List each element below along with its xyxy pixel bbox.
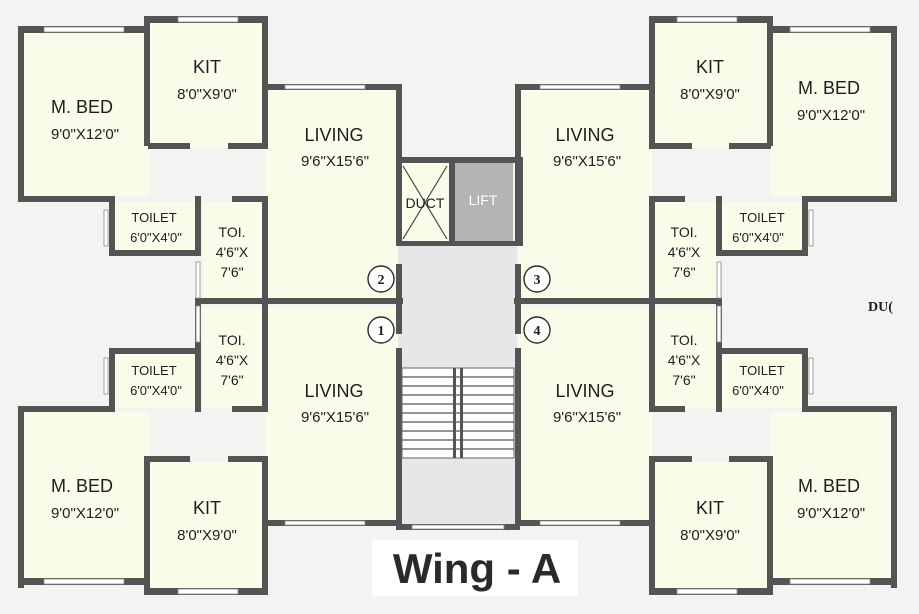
duct-cross — [402, 165, 448, 240]
room-name-toi: TOI. — [671, 224, 698, 240]
room-name-kit: KIT — [696, 57, 724, 77]
room-size-kit: 8'0"X9'0" — [680, 86, 740, 103]
lift-label: LIFT — [469, 192, 498, 208]
room-size-toi-line2: 7'6" — [672, 372, 695, 388]
room-size-toi-line1: 4'6"X — [668, 352, 701, 368]
room-size-mbed: 9'0"X12'0" — [797, 107, 865, 124]
room-name-mbed: M. BED — [798, 476, 860, 496]
flat-marker-4: 4 — [523, 316, 551, 344]
room-name-living: LIVING — [304, 381, 363, 401]
title-backdrop — [372, 540, 578, 596]
duct-label: DUCT — [406, 195, 445, 211]
room-name-toilet: TOILET — [131, 363, 176, 378]
room-size-kit: 8'0"X9'0" — [680, 527, 740, 544]
flat-number: 1 — [378, 324, 385, 339]
room-size-toi-line1: 4'6"X — [216, 352, 249, 368]
flat-marker-3: 3 — [523, 265, 551, 293]
room-size-toilet: 6'0"X4'0" — [732, 383, 784, 398]
room-size-toi-line1: 4'6"X — [668, 244, 701, 260]
room-size-toi-line2: 7'6" — [672, 264, 695, 280]
flat-number: 3 — [534, 273, 541, 288]
room-size-mbed: 9'0"X12'0" — [797, 505, 865, 522]
room-name-mbed: M. BED — [51, 476, 113, 496]
room-name-toi: TOI. — [219, 224, 246, 240]
room-name-toi: TOI. — [219, 332, 246, 348]
room-name-kit: KIT — [193, 498, 221, 518]
room-name-living: LIVING — [555, 125, 614, 145]
room-size-living: 9'6"X15'6" — [553, 153, 621, 170]
room-size-living: 9'6"X15'6" — [301, 409, 369, 426]
room-name-toilet: TOILET — [739, 363, 784, 378]
room-size-mbed: 9'0"X12'0" — [51, 505, 119, 522]
room-name-living: LIVING — [304, 125, 363, 145]
room-size-living: 9'6"X15'6" — [553, 409, 621, 426]
room-name-mbed: M. BED — [798, 78, 860, 98]
flat-marker-1: 1 — [367, 316, 395, 344]
room-size-toi-line2: 7'6" — [220, 372, 243, 388]
staircase — [401, 367, 515, 459]
room-size-kit: 8'0"X9'0" — [177, 86, 237, 103]
room-name-kit: KIT — [193, 57, 221, 77]
room-size-toi-line1: 4'6"X — [216, 244, 249, 260]
room-size-toilet: 6'0"X4'0" — [732, 230, 784, 245]
room-name-toi: TOI. — [671, 332, 698, 348]
room-name-living: LIVING — [555, 381, 614, 401]
room-fills — [24, 22, 891, 588]
room-size-living: 9'6"X15'6" — [301, 153, 369, 170]
room-size-kit: 8'0"X9'0" — [177, 527, 237, 544]
edge-label: DU( — [868, 300, 893, 315]
flat-number: 4 — [534, 324, 541, 339]
room-size-mbed: 9'0"X12'0" — [51, 126, 119, 143]
room-size-toi-line2: 7'6" — [220, 264, 243, 280]
room-name-toilet: TOILET — [131, 210, 176, 225]
flat-marker-2: 2 — [367, 265, 395, 293]
room-size-toilet: 6'0"X4'0" — [130, 383, 182, 398]
flat-number: 2 — [378, 273, 385, 288]
wing-title: Wing - A — [393, 545, 561, 592]
room-name-toilet: TOILET — [739, 210, 784, 225]
room-name-kit: KIT — [696, 498, 724, 518]
room-size-toilet: 6'0"X4'0" — [130, 230, 182, 245]
windows — [43, 16, 871, 595]
room-name-mbed: M. BED — [51, 97, 113, 117]
